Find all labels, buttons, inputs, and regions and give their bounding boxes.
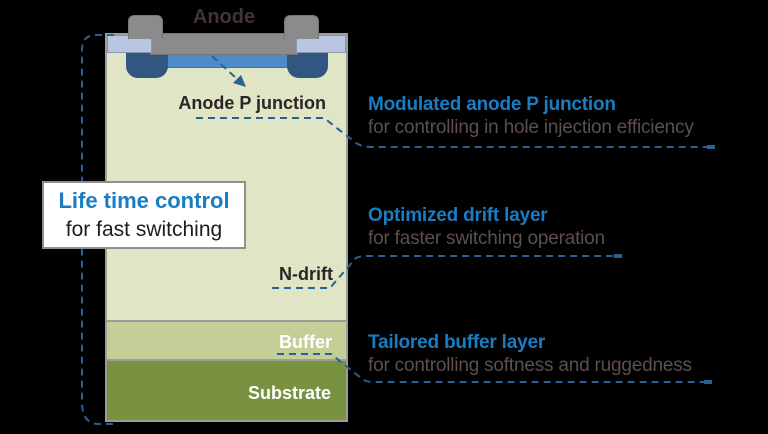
- connector-end-dot: [707, 145, 715, 149]
- annotation-description: for controlling softness and ruggedness: [368, 355, 692, 376]
- lifetime-control-callout-box: Life time control for fast switching: [42, 181, 246, 249]
- anode-p-junction-region: [161, 54, 291, 68]
- callout-subtitle: for fast switching: [65, 218, 223, 241]
- anode-metal-tab-left: [128, 15, 163, 39]
- connector-end-dot: [704, 380, 712, 384]
- callout-title: Life time control: [58, 188, 230, 213]
- connector-end-dot: [614, 254, 622, 258]
- annotation-heading: Optimized drift layer: [368, 205, 548, 226]
- anode-label: Anode: [192, 6, 256, 28]
- n-drift-label: N-drift: [279, 264, 333, 284]
- annotation-description: for controlling in hole injection effici…: [368, 117, 694, 138]
- annotation-anode-p-junction: Modulated anode P junction for controlli…: [368, 93, 758, 139]
- annotation-heading: Modulated anode P junction: [368, 94, 616, 115]
- p-well-right-region: [287, 53, 328, 78]
- substrate-label: Substrate: [247, 383, 331, 403]
- annotation-buffer-layer: Tailored buffer layer for controlling so…: [368, 331, 758, 377]
- anode-p-junction-label: Anode P junction: [178, 93, 326, 113]
- annotation-description: for faster switching operation: [368, 228, 605, 249]
- anode-metal-contact: [150, 33, 298, 55]
- p-well-left-region: [126, 53, 168, 78]
- buffer-label: Buffer: [279, 332, 332, 352]
- passivation-strip-right: [296, 35, 346, 53]
- anode-metal-tab-right: [284, 15, 319, 39]
- annotation-drift-layer: Optimized drift layer for faster switchi…: [368, 204, 758, 250]
- annotation-heading: Tailored buffer layer: [368, 332, 546, 353]
